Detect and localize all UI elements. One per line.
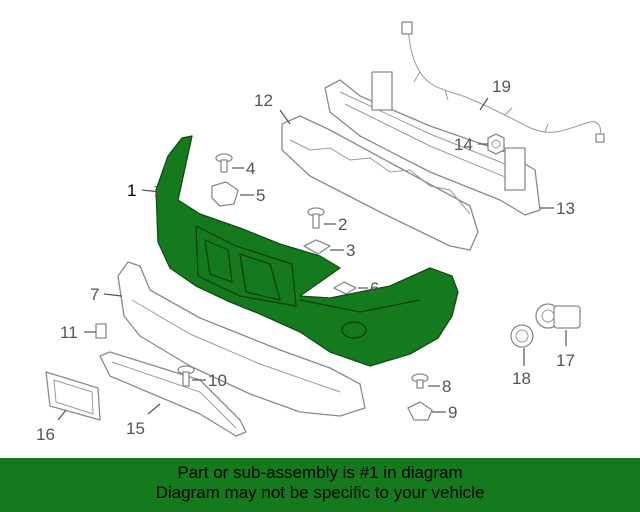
grille-strip-part-15 [99, 351, 247, 437]
notice-line-1: Part or sub-assembly is #1 in diagram [177, 463, 463, 482]
clip-part-5 [211, 181, 239, 207]
callout-14: 14 [454, 135, 473, 154]
callout-18: 18 [512, 369, 531, 388]
clip-part-9 [407, 401, 433, 421]
parts-diagram: 1 2 3 4 5 6 7 8 9 10 11 12 13 14 15 16 1… [36, 21, 605, 444]
pad-part-6 [333, 281, 357, 295]
callout-15: 15 [126, 419, 145, 438]
absorber-part-12 [281, 115, 479, 251]
callout-16: 16 [36, 425, 55, 444]
callout-17: 17 [556, 351, 575, 370]
callout-8: 8 [442, 377, 451, 396]
callout-4: 4 [246, 159, 255, 178]
plate-bracket-part-16 [45, 371, 101, 421]
callout-19: 19 [492, 77, 511, 96]
callout-3: 3 [346, 241, 355, 260]
notice-line-2: Diagram may not be specific to your vehi… [155, 483, 485, 502]
clip-part-11 [95, 323, 107, 339]
park-sensor-part-17 [535, 303, 581, 329]
callout-labels: 1 2 3 4 5 6 7 8 9 10 11 12 13 14 15 16 1… [36, 77, 575, 444]
wiring-harness-part-19 [401, 21, 605, 143]
callout-10: 10 [208, 371, 227, 390]
callout-2: 2 [338, 215, 347, 234]
sensor-ring-part-18 [510, 324, 534, 348]
screw-part-8 [411, 373, 429, 389]
bumper-cover-part-1 [155, 135, 459, 367]
diagram-notice-banner: Part or sub-assembly is #1 in diagram Di… [0, 458, 640, 512]
nut-part-14 [487, 133, 505, 155]
callout-9: 9 [448, 403, 457, 422]
leader-lines [57, 97, 567, 421]
reinforcement-bar-part-13 [324, 71, 541, 216]
callout-12: 12 [254, 91, 273, 110]
screw-part-2 [307, 207, 325, 229]
callout-11: 11 [60, 323, 78, 342]
callout-6: 6 [370, 279, 379, 298]
callout-7: 7 [90, 285, 99, 304]
lower-trim-part-7 [117, 261, 366, 417]
screw-part-4 [215, 153, 233, 173]
pad-part-3 [303, 239, 331, 255]
screw-part-10 [177, 365, 195, 387]
callout-1: 1 [127, 181, 136, 200]
callout-5: 5 [256, 186, 265, 205]
callout-13: 13 [556, 199, 575, 218]
